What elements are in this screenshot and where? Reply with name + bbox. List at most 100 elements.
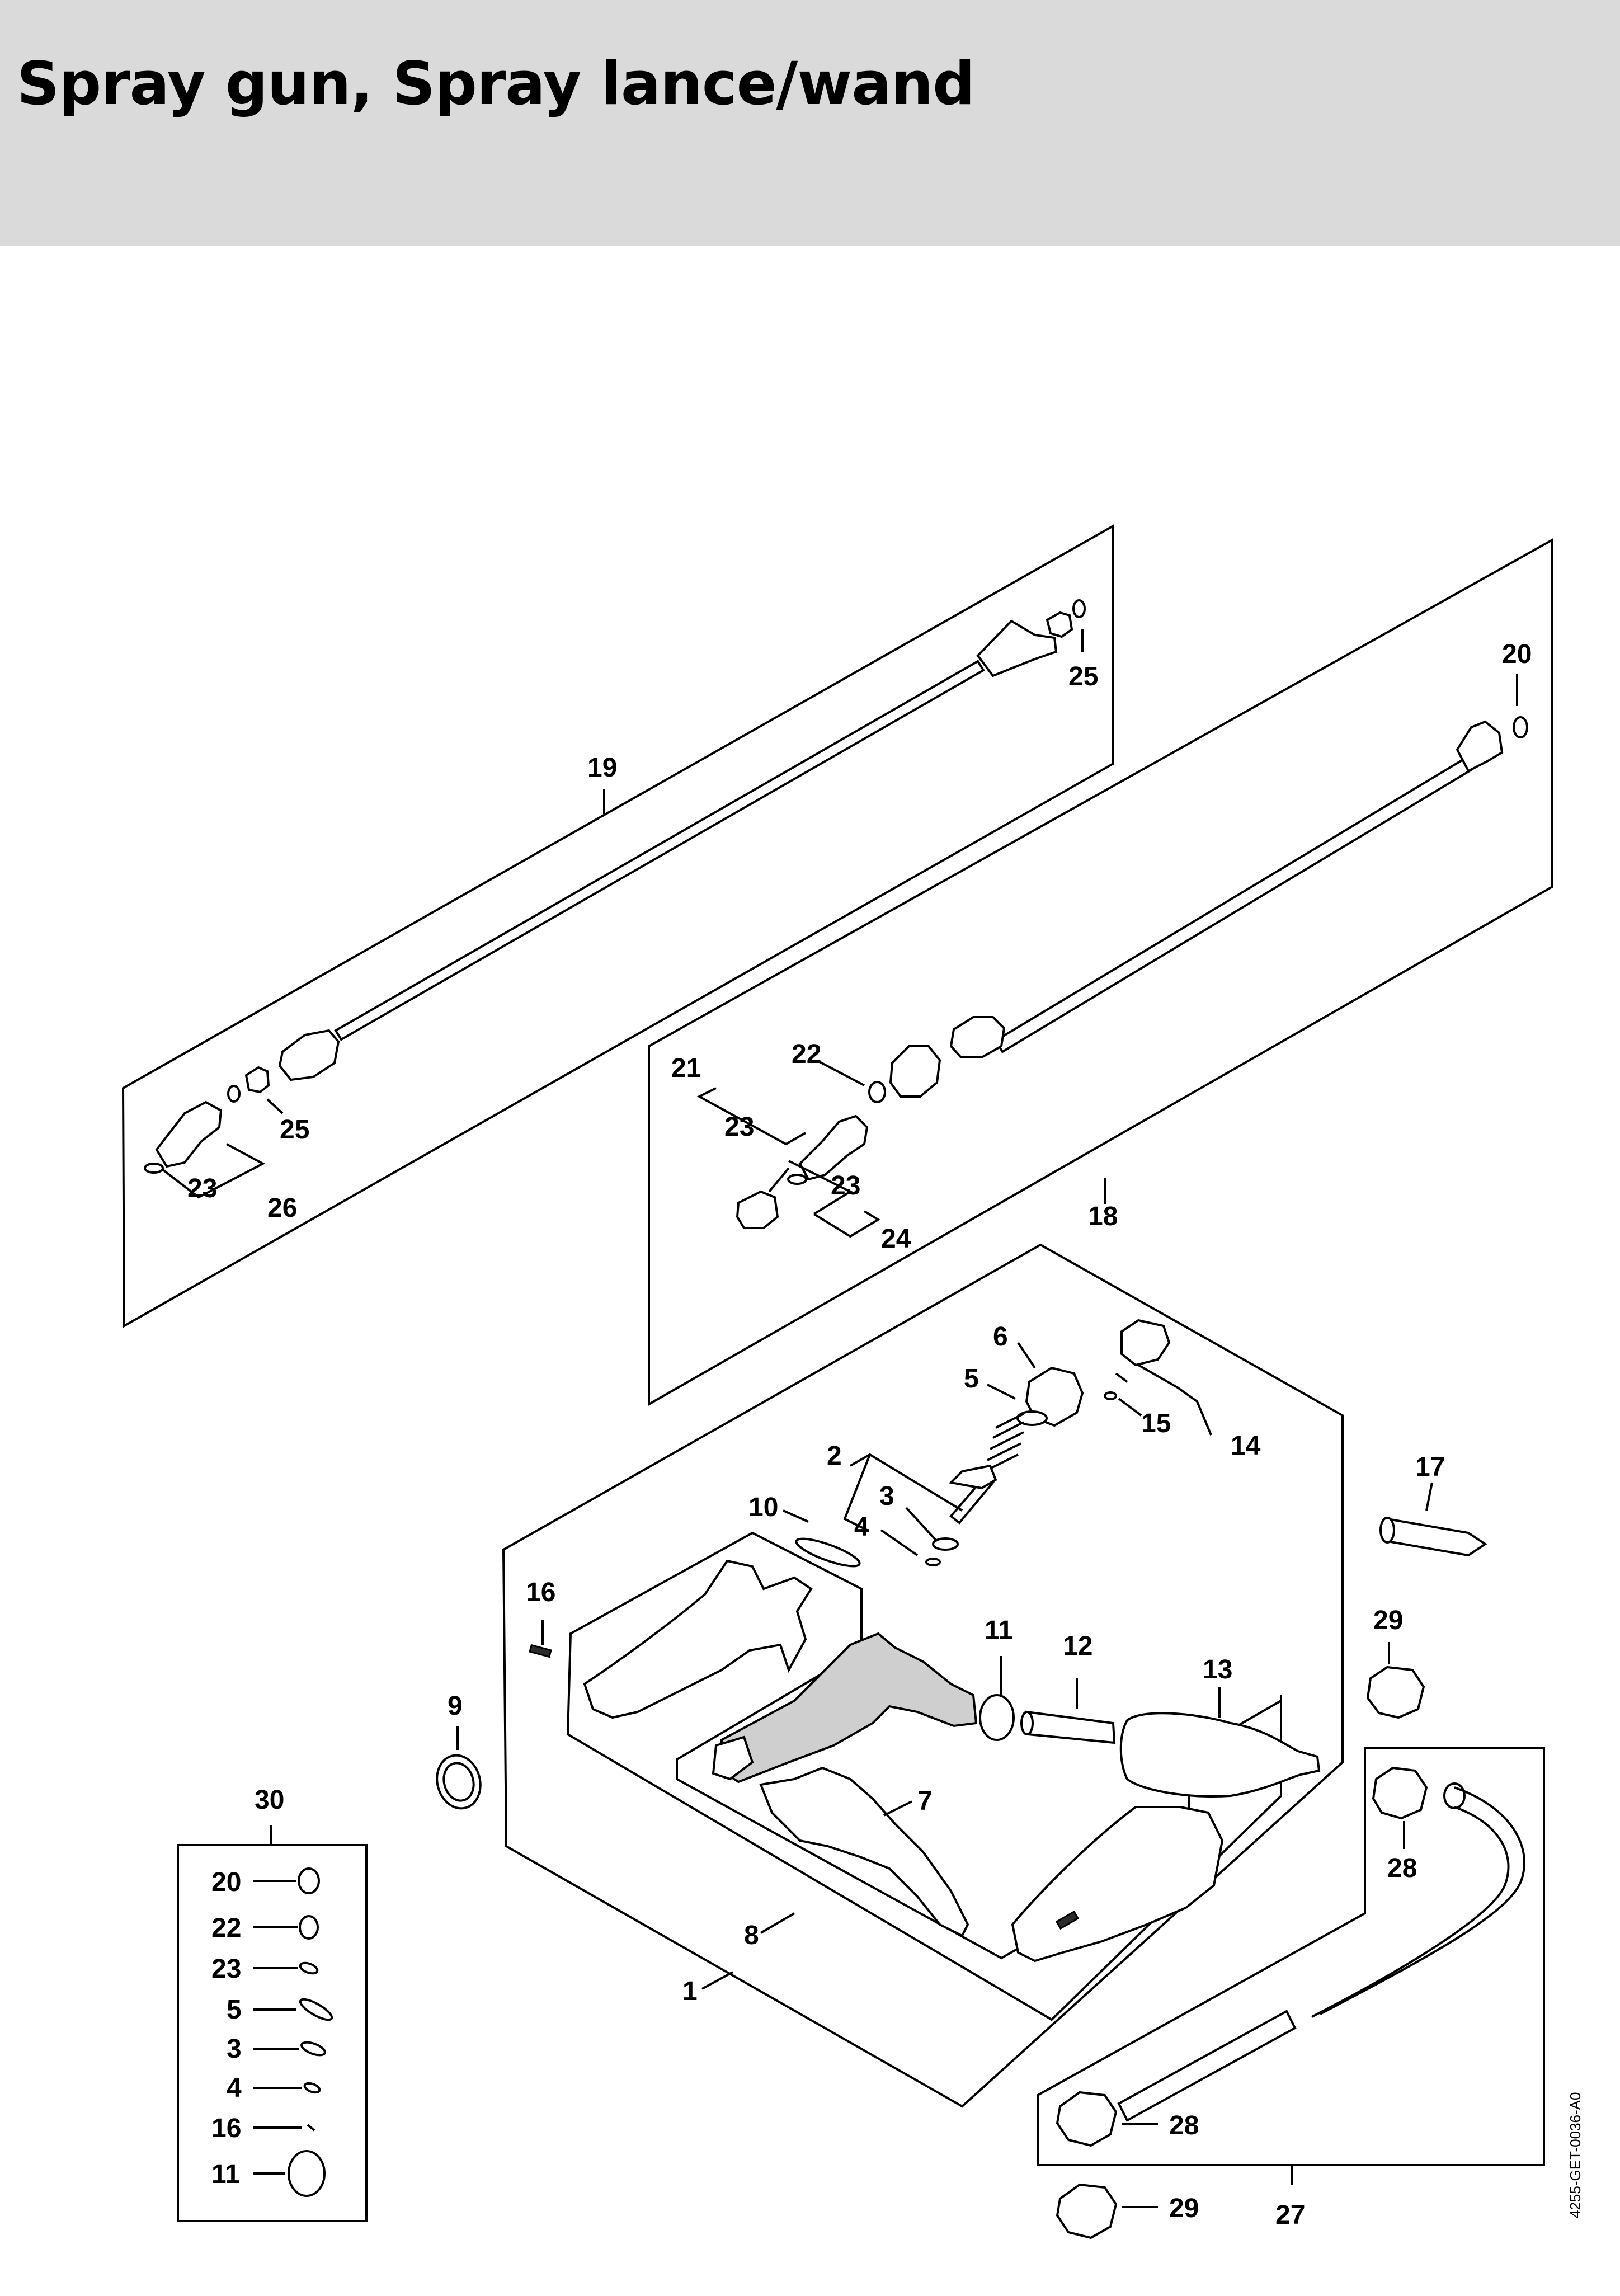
screw-16 — [529, 1644, 552, 1658]
kit-label-23: 23 — [211, 1954, 241, 1984]
callout-4: 4 — [854, 1512, 869, 1542]
callout-3: 3 — [879, 1481, 894, 1511]
filter-17 — [1386, 1517, 1487, 1557]
seal-kit-30-frame — [177, 1844, 368, 2222]
callout-22: 22 — [792, 1039, 821, 1069]
callout-24: 24 — [881, 1224, 911, 1254]
kit-part-20 — [298, 1867, 320, 1894]
callout-23-wand-upper: 23 — [724, 1112, 754, 1142]
o-ring-10 — [795, 1537, 861, 1568]
lance-union-nut — [278, 1029, 340, 1081]
wand-collar — [949, 1016, 1006, 1058]
valve-cap — [1025, 1366, 1084, 1427]
callout-25-top: 25 — [1068, 662, 1098, 691]
grip-13 — [1119, 1712, 1321, 1798]
hose-27-frame — [1037, 1747, 1545, 2166]
callout-25-left: 25 — [280, 1115, 309, 1145]
o-ring-4 — [925, 1558, 941, 1566]
union-nut-29-lower — [1056, 2183, 1118, 2239]
callout-10: 10 — [748, 1493, 778, 1522]
callout-17: 17 — [1415, 1452, 1445, 1482]
wand-elbow — [798, 1114, 869, 1181]
kit-part-3 — [300, 2041, 326, 2057]
hose-tube-upper — [1320, 1786, 1525, 2015]
sleeve-12 — [1025, 1710, 1116, 1744]
title-banner: Spray gun, Spray lance/wand — [0, 0, 1620, 246]
callout-28-upper: 28 — [1387, 1853, 1417, 1883]
gun-inlet-fitting — [712, 1735, 754, 1781]
kit-label-5: 5 — [227, 1995, 242, 2025]
callout-6: 6 — [993, 1322, 1008, 1352]
spray-wand-18-frame — [648, 538, 1553, 1406]
page-title: Spray gun, Spray lance/wand — [17, 49, 975, 118]
callout-5: 5 — [964, 1364, 979, 1394]
callout-9: 9 — [448, 1691, 463, 1721]
kit-label-16: 16 — [211, 2114, 241, 2143]
connector-pin — [1115, 1372, 1128, 1383]
kit-label-20: 20 — [211, 1867, 241, 1897]
spray-lance-19 — [144, 599, 1086, 1174]
valve-spring — [984, 1413, 1024, 1472]
callout-23-wand-lower: 23 — [831, 1171, 860, 1201]
lance-washer — [227, 1085, 241, 1103]
callout-2: 2 — [827, 1441, 842, 1471]
o-ring-11 — [979, 1694, 1015, 1741]
callout-labels: 19 25 25 23 26 20 22 21 23 23 24 18 6 5 … — [187, 639, 1584, 2230]
callout-26: 26 — [267, 1193, 297, 1223]
callout-8: 8 — [744, 1921, 759, 1950]
lance-nut-small — [244, 1066, 270, 1094]
drawing-code: 4255-GET-0036-A0 — [1567, 2092, 1584, 2218]
hose-nut-28-upper — [1372, 1766, 1428, 1820]
lance-tube — [334, 660, 985, 1041]
wand-adjuster — [736, 1190, 779, 1229]
kit-part-22 — [299, 1915, 319, 1940]
nozzle-tip — [1046, 611, 1073, 638]
callout-23-lance: 23 — [187, 1174, 217, 1203]
callout-12: 12 — [1063, 1631, 1092, 1661]
kit-part-4 — [303, 2082, 321, 2094]
spray-gun-1 — [529, 1319, 1321, 1963]
hose-nut-28-lower — [1056, 2091, 1118, 2147]
lance-nozzle-cone — [976, 619, 1058, 677]
callout-28-lower: 28 — [1169, 2111, 1199, 2140]
callout-18: 18 — [1088, 1202, 1118, 1231]
kit-label-4: 4 — [227, 2073, 242, 2103]
spray-gun-1-frame — [502, 1243, 1344, 2108]
union-nut-29-upper — [1366, 1665, 1425, 1719]
wand-washer — [868, 1081, 886, 1103]
connector-14 — [1120, 1319, 1171, 1367]
kit-label-3: 3 — [227, 2034, 242, 2064]
housing-half-shell — [583, 1559, 813, 1719]
callout-1: 1 — [682, 1977, 698, 2006]
connector-o-ring-15 — [1104, 1391, 1117, 1400]
callout-14: 14 — [1231, 1431, 1261, 1461]
standalone-parts — [436, 1517, 1525, 2239]
kit-part-23 — [299, 1961, 319, 1975]
callout-20: 20 — [1502, 639, 1532, 669]
callout-29-bottom: 29 — [1169, 2194, 1199, 2223]
valve-stem-head — [948, 1464, 997, 1490]
callout-27: 27 — [1275, 2200, 1305, 2230]
ring-nut-9-inner — [442, 1762, 475, 1802]
valve-seal-5 — [1016, 1410, 1048, 1426]
callout-29-top: 29 — [1373, 1606, 1403, 1635]
nozzle-washer — [1072, 599, 1086, 618]
callout-7: 7 — [917, 1786, 933, 1816]
kit-label-22: 22 — [211, 1913, 241, 1943]
callout-15: 15 — [1141, 1409, 1171, 1438]
spray-wand-18 — [736, 716, 1528, 1229]
filter-17-end — [1379, 1517, 1395, 1544]
callout-16: 16 — [526, 1578, 555, 1607]
callout-30: 30 — [255, 1785, 284, 1815]
wand-nozzle-ring — [1513, 716, 1528, 738]
hose-tube-cut — [1117, 2010, 1297, 2122]
wand-elbow-seal — [787, 1174, 807, 1185]
gun-housing-shell — [1011, 1806, 1224, 1963]
adjuster-stem — [768, 1167, 790, 1193]
gun-valve-body — [720, 1632, 978, 1784]
spray-lance-19-frame — [121, 524, 1114, 1328]
leader-lines — [161, 629, 1518, 2208]
callout-21: 21 — [671, 1053, 701, 1083]
hose-end-upper — [1443, 1782, 1466, 1809]
